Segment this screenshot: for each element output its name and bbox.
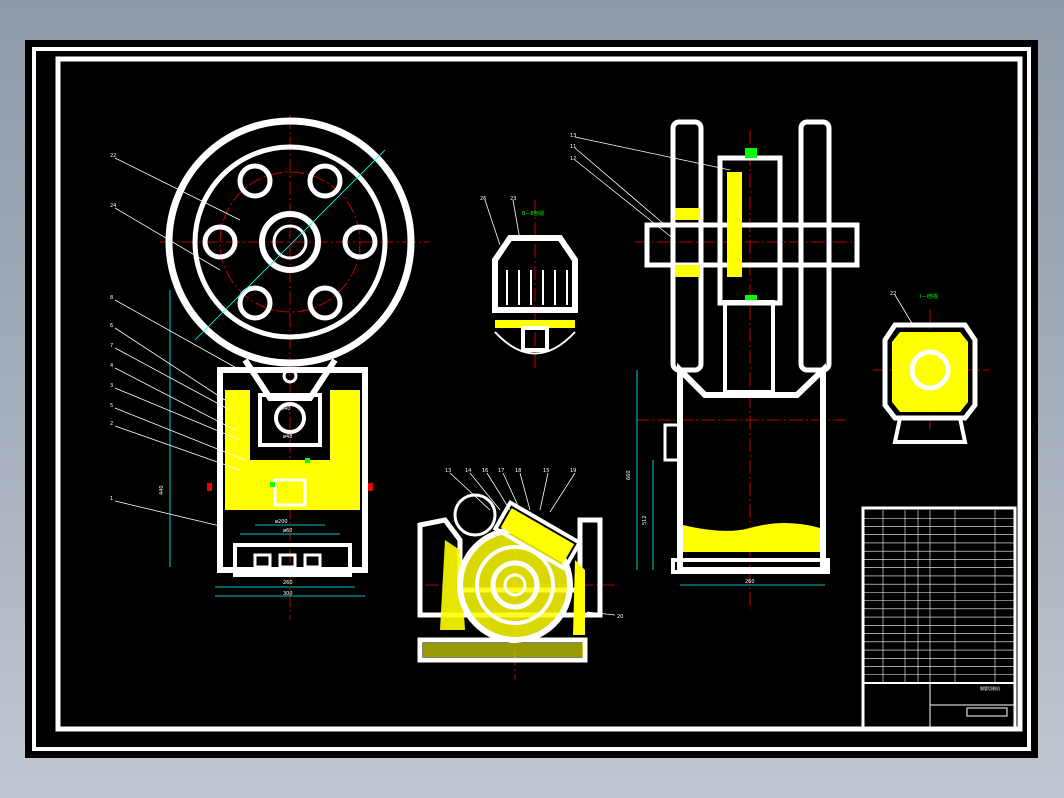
cad-viewport[interactable]: ø40 ø48 ø200 ø60 260 300 440 22 24 8 6 7…: [25, 40, 1038, 758]
detail-view: 22 I—I剖视: [873, 291, 990, 444]
title-block: 钢管切割机: [861, 506, 1017, 730]
balloon-label: 20: [617, 614, 623, 620]
title-block-title: 钢管切割机: [980, 685, 1000, 691]
front-view: ø40 ø48 ø200 ø60 260 300 440 22 24 8 6 7…: [110, 115, 430, 620]
balloon-label: 2: [110, 421, 113, 427]
balloon-label: 13: [445, 468, 451, 474]
dim-label: 260: [745, 579, 755, 585]
section-note: I—I剖视: [920, 293, 938, 300]
balloon-label: 14: [465, 468, 471, 474]
balloon-label: 24: [110, 203, 116, 209]
balloon-label: 6: [110, 323, 113, 329]
balloon-label: 23: [510, 196, 516, 202]
balloon-label: 26: [480, 196, 486, 202]
side-view: 660 512 260 13 11 12: [570, 119, 860, 610]
dim-label: 512: [642, 515, 648, 525]
dim-label: 660: [626, 470, 632, 480]
balloon-label: 8: [110, 295, 113, 301]
balloon-label: 18: [515, 468, 521, 474]
balloon-label: 13: [570, 133, 576, 139]
balloon-label: 19: [570, 468, 576, 474]
dim-label: 440: [159, 485, 165, 495]
balloon-label: 15: [543, 468, 549, 474]
drawing-sheet: ø40 ø48 ø200 ø60 260 300 440 22 24 8 6 7…: [32, 47, 1031, 751]
dim-label: ø60: [283, 528, 292, 534]
dim-label: ø200: [275, 519, 288, 525]
dim-label: ø40: [281, 406, 290, 412]
dim-label: ø48: [283, 434, 292, 440]
balloon-label: 11: [570, 144, 576, 150]
balloon-label: 22: [110, 153, 116, 159]
balloon-label: 22: [890, 291, 896, 297]
balloon-label: 16: [482, 468, 488, 474]
balloon-label: 12: [570, 156, 576, 162]
dim-label: 260: [283, 580, 293, 586]
section-view: 13 14 16 17 18 15 19 20: [417, 468, 623, 680]
section-note: B—B剖视: [522, 210, 544, 217]
balloon-label: 17: [498, 468, 504, 474]
balloon-label: 7: [110, 343, 113, 349]
outer-border: [32, 47, 1031, 751]
balloon-label: 4: [110, 363, 113, 369]
balloon-label: 5: [110, 403, 113, 409]
inner-border: [55, 56, 1023, 732]
motor-view: 26 23 B—B剖视: [480, 196, 578, 370]
dim-label: 300: [283, 591, 293, 597]
balloon-label: 1: [110, 496, 113, 502]
balloon-label: 3: [110, 383, 113, 389]
